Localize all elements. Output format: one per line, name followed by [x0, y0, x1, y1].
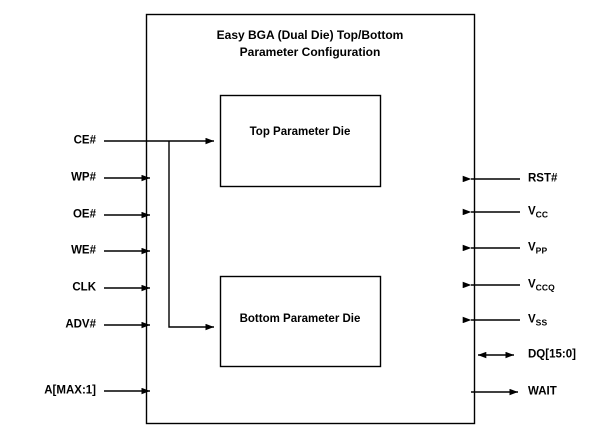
package-title-line2: Parameter Configuration	[239, 45, 381, 59]
signal-label-dq-text: DQ[15:0]	[528, 348, 576, 361]
signal-label-wp: WP#	[71, 171, 96, 184]
signal-label-vss: VSS	[528, 313, 548, 327]
signal-label-clk: CLK	[72, 281, 96, 294]
top-parameter-die-label: Top Parameter Die	[249, 126, 351, 138]
signal-label-vpp: VPP	[528, 241, 548, 255]
package-title: Easy BGA (Dual Die) Top/Bottom Parameter…	[160, 27, 460, 61]
signal-label-vpp-sub: PP	[535, 244, 548, 255]
signal-label-vcc: VCC	[528, 205, 549, 219]
right-signal-arrows	[462, 175, 520, 396]
signal-label-vcc-text: V	[528, 205, 536, 218]
bottom-parameter-die-box	[219, 275, 382, 368]
signal-label-vcc-sub: CC	[535, 208, 549, 219]
signal-label-vccq: VCCQ	[528, 278, 555, 292]
signal-label-dq: DQ[15:0]	[528, 349, 576, 361]
signal-label-amax: A[MAX:1]	[44, 384, 96, 397]
signal-label-vccq-sub: CCQ	[535, 281, 555, 292]
signal-label-wait-text: WAIT	[528, 385, 557, 398]
signal-label-vss-text: V	[528, 313, 536, 326]
signal-label-ce: CE#	[73, 134, 96, 147]
signal-label-vss-sub: SS	[535, 316, 548, 327]
signal-label-adv: ADV#	[65, 318, 96, 331]
signal-label-vccq-text: V	[528, 278, 536, 291]
signal-label-vpp-text: V	[528, 241, 536, 254]
signal-label-rst-text: RST#	[528, 172, 558, 185]
signal-label-we: WE#	[71, 244, 96, 257]
bottom-parameter-die-label: Bottom Parameter Die	[239, 313, 361, 325]
left-signal-arrows	[104, 174, 150, 395]
signal-label-wait: WAIT	[528, 386, 557, 398]
signal-label-rst: RST#	[528, 173, 557, 185]
package-title-line1: Easy BGA (Dual Die) Top/Bottom	[216, 28, 404, 42]
ce-signal-net	[104, 137, 214, 331]
signal-label-oe: OE#	[72, 208, 96, 221]
top-parameter-die-box	[219, 94, 382, 188]
